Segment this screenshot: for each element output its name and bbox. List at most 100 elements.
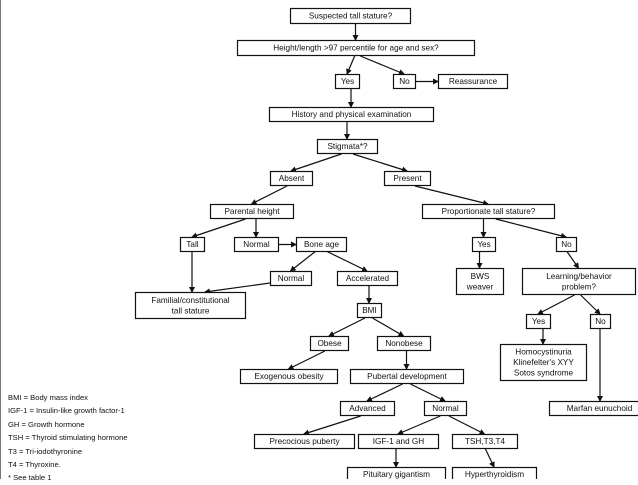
- node-label: Obese: [317, 339, 342, 348]
- arrow: [449, 416, 485, 434]
- arrow: [353, 154, 407, 171]
- node-label: Yes: [532, 317, 545, 326]
- arrow: [415, 186, 488, 204]
- node-label: Accelerated: [346, 274, 390, 283]
- arrow: [367, 384, 403, 401]
- node-label: Sotos syndrome: [514, 369, 574, 378]
- abbreviation-legend: BMI = Body mass index IGF-1 = Insulin-li…: [8, 391, 128, 485]
- arrow: [291, 251, 317, 271]
- node-label: Normal: [278, 274, 305, 283]
- nodes: Suspected tall stature? Height/length >97…: [136, 9, 638, 480]
- node-label: problem?: [562, 282, 597, 291]
- node-label: Yes: [341, 77, 354, 86]
- arrow: [329, 318, 365, 336]
- arrow: [496, 219, 566, 237]
- node-label: Proportionate tall stature?: [442, 207, 536, 216]
- node-marfan: Marfan eunuchoid: [550, 402, 638, 416]
- node-advanced: Advanced: [341, 402, 395, 416]
- arrow: [347, 56, 355, 74]
- arrow: [289, 351, 325, 369]
- arrow: [581, 295, 600, 314]
- node-reassurance: Reassurance: [439, 75, 508, 89]
- arrow: [304, 416, 361, 434]
- node-label: Stigmata*?: [327, 142, 367, 151]
- arrow: [410, 384, 445, 401]
- node-nonobese: Nonobese: [378, 337, 431, 351]
- legend-item: BMI = Body mass index: [8, 391, 128, 404]
- node-exogenous: Exogenous obesity: [241, 370, 338, 384]
- node-label: Pubertal development: [367, 372, 447, 381]
- arrow: [567, 252, 578, 268]
- node-label: Bone age: [304, 240, 340, 249]
- node-label: BMI: [362, 306, 377, 315]
- arrow: [252, 186, 288, 204]
- node-normalpd: Normal: [425, 402, 467, 416]
- node-label: Reassurance: [449, 77, 498, 86]
- node-igf: IGF-1 and GH: [359, 435, 439, 449]
- node-label: Pituitary gigantism: [363, 470, 430, 479]
- node-label: Homocystinuria: [515, 348, 572, 357]
- node-label: Advanced: [349, 404, 386, 413]
- node-label: Height/length >97 percentile for age and…: [273, 44, 439, 53]
- node-bmi: BMI: [358, 304, 382, 318]
- node-yes2: Yes: [473, 238, 496, 252]
- legend-item: T3 = Tri-iodothyronine: [8, 445, 128, 458]
- arrow: [485, 449, 494, 467]
- node-label: Parental height: [224, 207, 280, 216]
- node-label: TSH,T3,T4: [465, 437, 505, 446]
- node-label: Normal: [243, 240, 270, 249]
- arrow: [398, 416, 440, 434]
- arrow: [372, 318, 403, 336]
- node-normalba: Normal: [271, 272, 312, 286]
- arrow: [360, 56, 404, 74]
- node-label: tall stature: [172, 306, 210, 315]
- node-boneage: Bone age: [297, 238, 347, 252]
- node-label: No: [595, 317, 606, 326]
- node-label: Familial/constitutional: [151, 296, 229, 305]
- node-accelerated: Accelerated: [338, 272, 398, 286]
- node-label: Exogenous obesity: [254, 372, 324, 381]
- node-no3: No: [591, 315, 611, 329]
- node-label: Absent: [279, 174, 305, 183]
- node-stigmata: Stigmata*?: [318, 140, 378, 154]
- legend-item: GH = Growth hormone: [8, 418, 128, 431]
- node-label: Suspected tall stature?: [309, 12, 393, 21]
- node-hyper: Hyperthyroidism: [453, 468, 537, 480]
- node-history: History and physical examination: [270, 108, 434, 122]
- node-suspected: Suspected tall stature?: [291, 9, 411, 24]
- node-parental: Parental height: [211, 205, 294, 219]
- node-obese: Obese: [311, 337, 349, 351]
- node-yes1: Yes: [336, 75, 360, 89]
- node-present: Present: [385, 172, 431, 186]
- node-label: Hyperthyroidism: [465, 470, 524, 479]
- node-yes3: Yes: [527, 315, 551, 329]
- node-label: No: [561, 240, 572, 249]
- node-absent: Absent: [271, 172, 313, 186]
- node-label: Present: [393, 174, 422, 183]
- node-label: IGF-1 and GH: [373, 437, 425, 446]
- node-label: Precocious puberty: [269, 437, 340, 446]
- node-proportionate: Proportionate tall stature?: [423, 205, 555, 219]
- node-height: Height/length >97 percentile for age and…: [238, 41, 475, 56]
- node-label: Learning/behavior: [546, 272, 612, 281]
- node-normalph: Normal: [235, 238, 279, 252]
- legend-item: * See table 1: [8, 471, 128, 484]
- arrow: [538, 295, 574, 314]
- node-label: BWS: [471, 272, 490, 281]
- arrow: [205, 283, 270, 292]
- arrow: [326, 251, 367, 271]
- node-label: Marfan eunuchoid: [567, 404, 633, 413]
- node-label: Yes: [477, 240, 490, 249]
- legend-item: IGF-1 = Insulin-like growth factor-1: [8, 404, 128, 417]
- node-no1: No: [394, 75, 416, 89]
- node-label: Nonobese: [385, 339, 423, 348]
- node-label: No: [399, 77, 410, 86]
- arrow: [192, 219, 246, 237]
- node-label: Normal: [432, 404, 459, 413]
- node-precocious: Precocious puberty: [255, 435, 355, 449]
- node-label: weaver: [466, 282, 494, 291]
